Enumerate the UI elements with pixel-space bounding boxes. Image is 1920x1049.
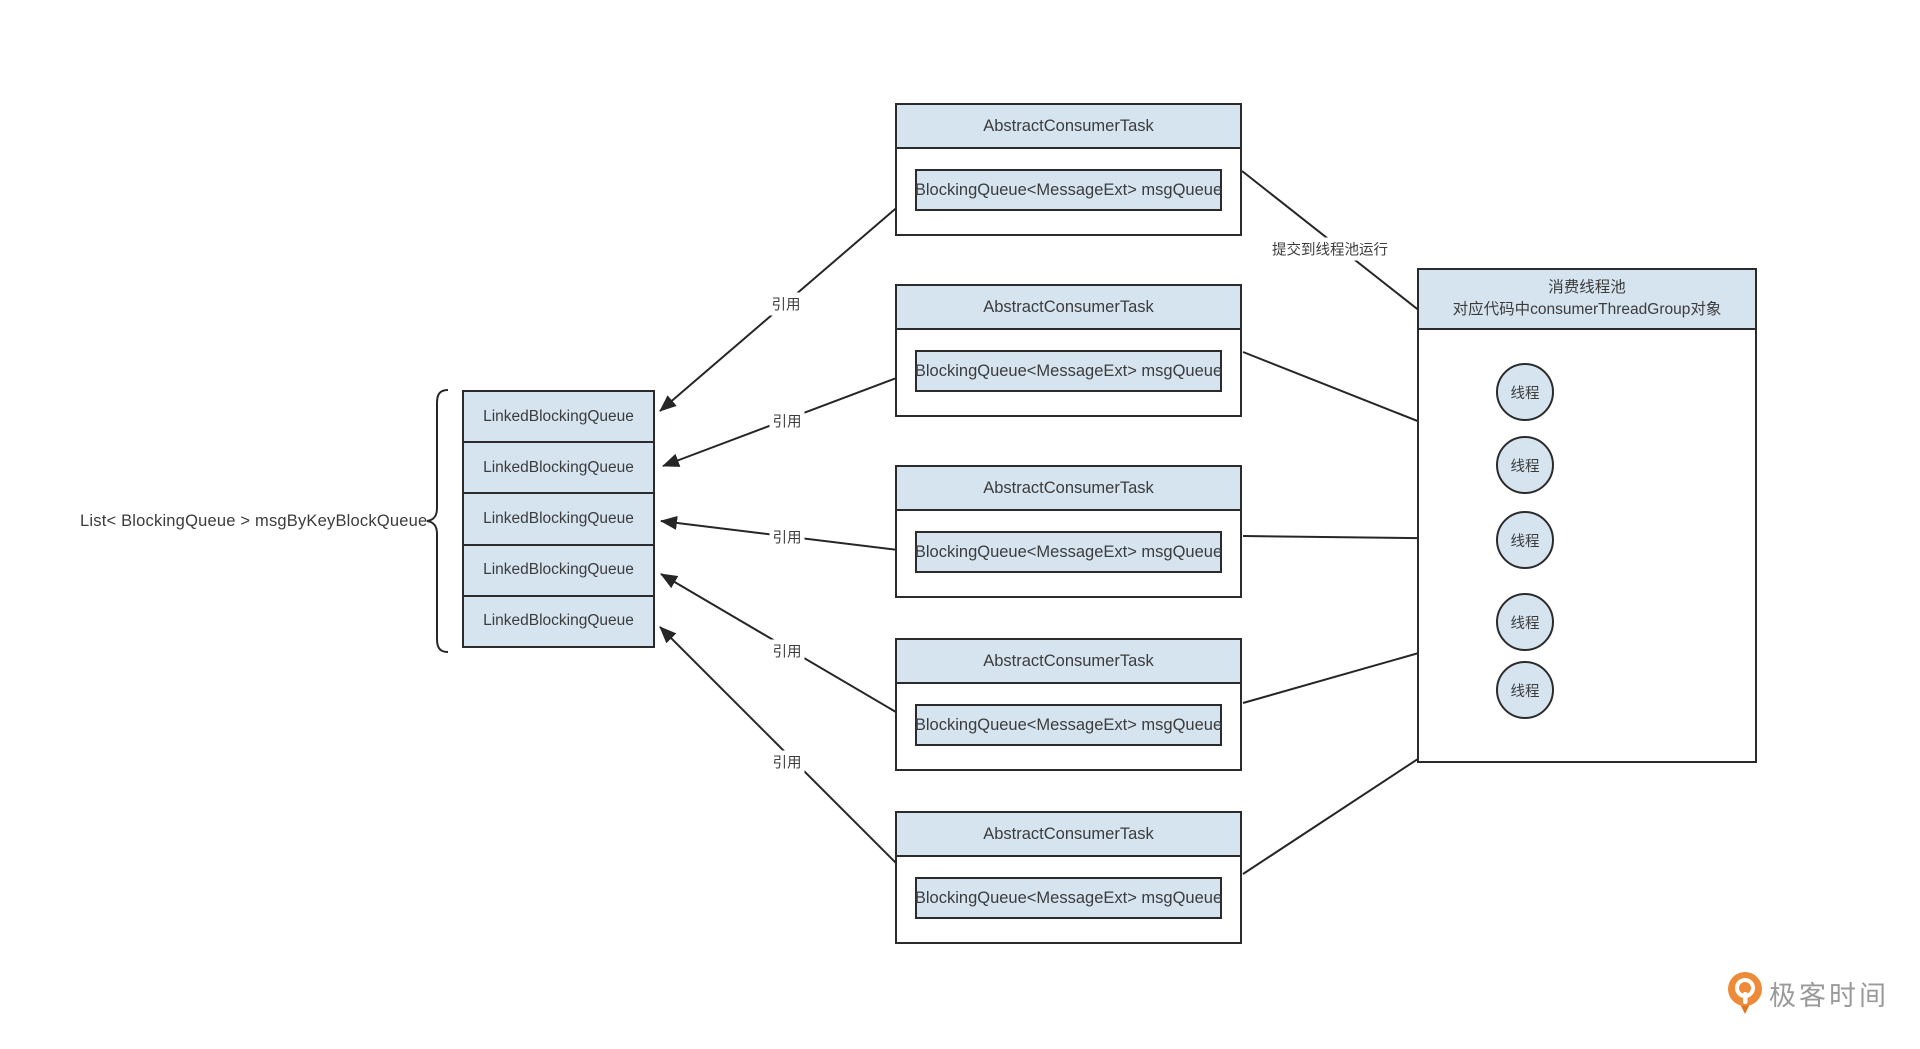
abstract-consumer-task-box: AbstractConsumerTask BlockingQueue<Messa…	[895, 811, 1242, 944]
abstract-consumer-task-box: AbstractConsumerTask BlockingQueue<Messa…	[895, 103, 1242, 236]
linked-blocking-queue-row: LinkedBlockingQueue	[464, 492, 653, 543]
ref-arrow-label: 引用	[769, 525, 805, 549]
thread-circle: 线程	[1496, 661, 1554, 719]
geektime-logo: 极客时间	[1726, 971, 1889, 1015]
ref-arrow-label: 引用	[769, 409, 805, 433]
task-title: AbstractConsumerTask	[897, 640, 1240, 684]
thread-pool-header: 消费线程池 对应代码中consumerThreadGroup对象	[1419, 270, 1755, 330]
queue-list-caption: List< BlockingQueue > msgByKeyBlockQueue	[80, 512, 428, 530]
msg-queue-field: BlockingQueue<MessageExt> msgQueue	[915, 704, 1222, 746]
msg-queue-field: BlockingQueue<MessageExt> msgQueue	[915, 531, 1222, 573]
msg-queue-field: BlockingQueue<MessageExt> msgQueue	[915, 169, 1222, 211]
task-title: AbstractConsumerTask	[897, 105, 1240, 149]
submit-arrow-label: 提交到线程池运行	[1269, 237, 1391, 261]
abstract-consumer-task-box: AbstractConsumerTask BlockingQueue<Messa…	[895, 638, 1242, 771]
task-title: AbstractConsumerTask	[897, 467, 1240, 511]
msg-queue-field: BlockingQueue<MessageExt> msgQueue	[915, 350, 1222, 392]
abstract-consumer-task-box: AbstractConsumerTask BlockingQueue<Messa…	[895, 284, 1242, 417]
queue-list: LinkedBlockingQueue LinkedBlockingQueue …	[462, 390, 655, 648]
msg-queue-field: BlockingQueue<MessageExt> msgQueue	[915, 877, 1222, 919]
thread-pool-title-line1: 消费线程池	[1548, 279, 1626, 296]
geektime-logo-text: 极客时间	[1769, 980, 1889, 1011]
ref-arrow-label: 引用	[769, 750, 805, 774]
thread-circle: 线程	[1496, 436, 1554, 494]
geektime-logo-icon	[1728, 972, 1762, 1014]
brace-left	[426, 389, 449, 653]
thread-circle: 线程	[1496, 363, 1554, 421]
thread-circle: 线程	[1496, 511, 1554, 569]
linked-blocking-queue-row: LinkedBlockingQueue	[464, 441, 653, 492]
ref-arrow-label: 引用	[769, 639, 805, 663]
task-title: AbstractConsumerTask	[897, 813, 1240, 857]
ref-arrow-label: 引用	[768, 292, 804, 316]
linked-blocking-queue-row: LinkedBlockingQueue	[483, 407, 634, 425]
linked-blocking-queue-row: LinkedBlockingQueue	[464, 594, 653, 646]
task-title: AbstractConsumerTask	[897, 286, 1240, 330]
thread-pool-box: 消费线程池 对应代码中consumerThreadGroup对象	[1417, 268, 1757, 763]
linked-blocking-queue-row: LinkedBlockingQueue	[464, 543, 653, 595]
thread-pool-title-line2: 对应代码中consumerThreadGroup对象	[1452, 301, 1722, 318]
thread-circle: 线程	[1496, 593, 1554, 651]
abstract-consumer-task-box: AbstractConsumerTask BlockingQueue<Messa…	[895, 465, 1242, 598]
